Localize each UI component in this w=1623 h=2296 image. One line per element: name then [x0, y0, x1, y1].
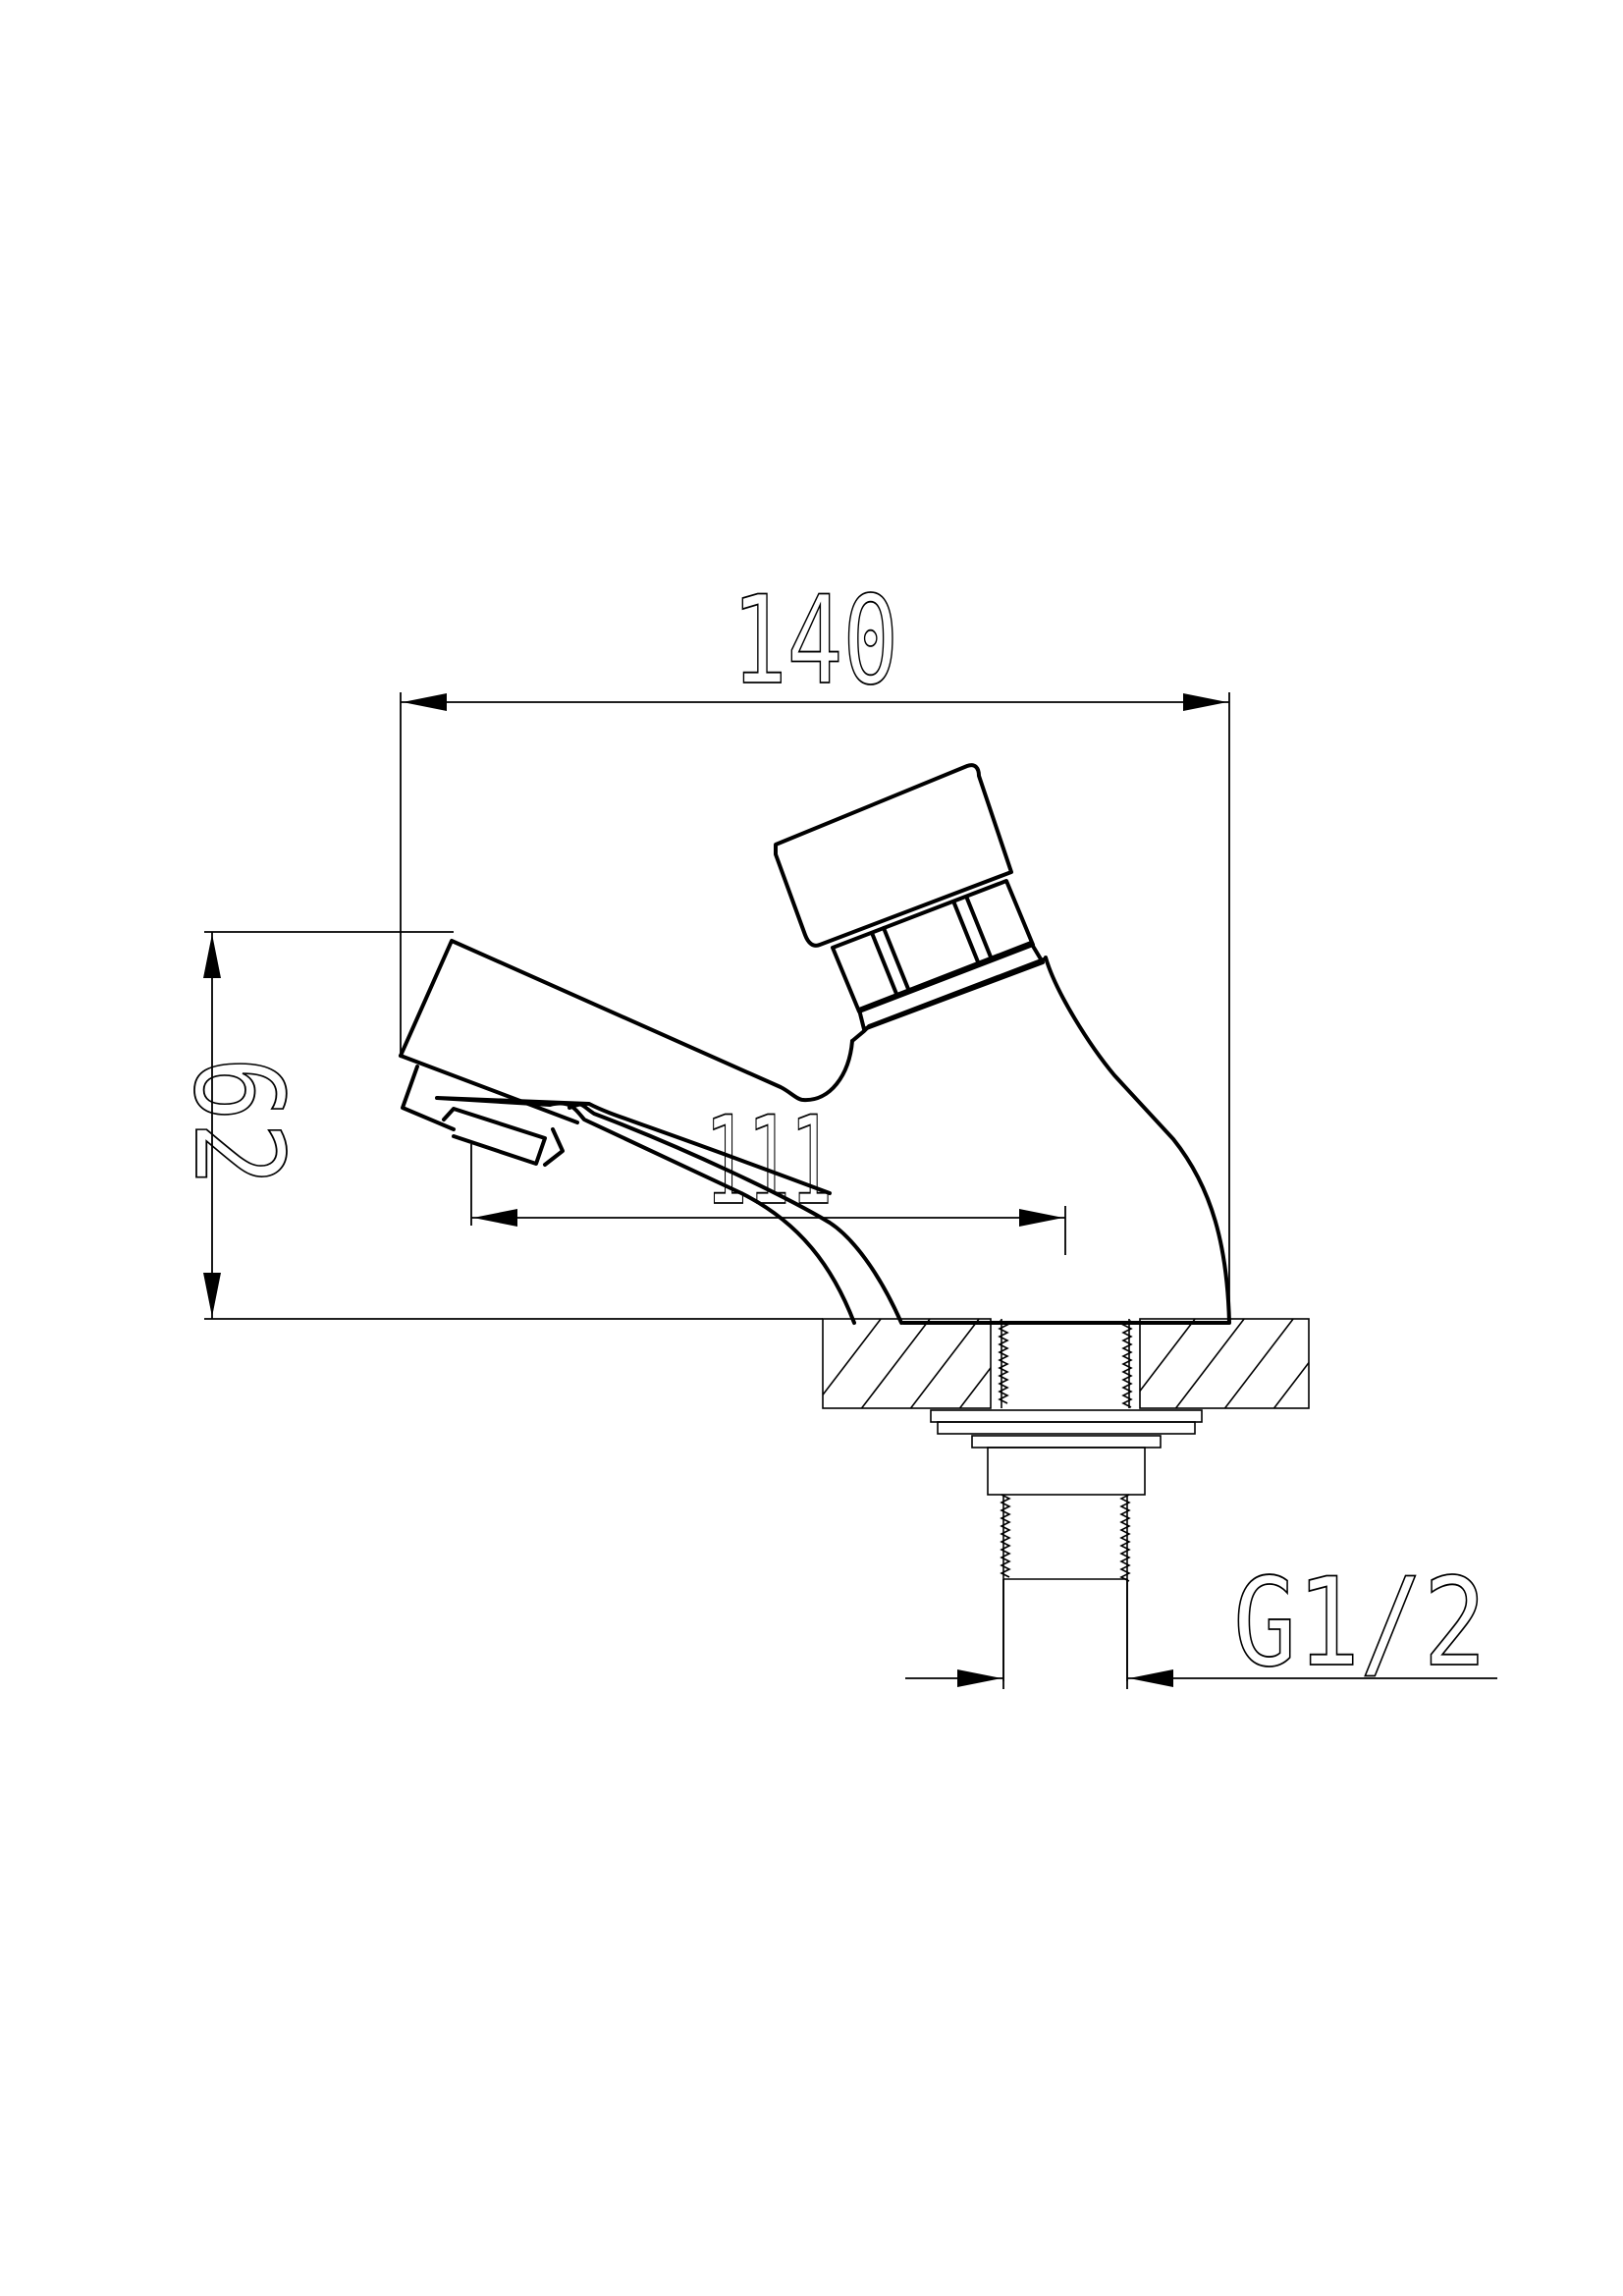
shank-lower-thread-left — [1000, 1494, 1011, 1578]
label-spout-reach: 111 — [705, 1091, 833, 1232]
push-button — [774, 763, 1013, 948]
arrow-left-140 — [403, 693, 447, 711]
countertop-section — [822, 1318, 1310, 1409]
arrow-top-62 — [203, 934, 221, 978]
faucet-main-body — [435, 1096, 856, 1325]
arrow-left-thread — [957, 1669, 1001, 1687]
countertop-left-block — [822, 1318, 992, 1409]
spout-lower — [399, 1054, 579, 1124]
valve-nut-facet-2 — [882, 926, 910, 991]
lock-nut — [971, 1435, 1162, 1449]
washer-1 — [930, 1409, 1203, 1423]
spout-upper — [399, 939, 854, 1103]
shank-thread-left — [998, 1320, 1009, 1404]
hatch-left — [823, 1319, 991, 1408]
aerator-tip — [442, 1107, 547, 1166]
dimension-height: 62 — [166, 931, 823, 1320]
valve-nut — [831, 879, 1035, 1013]
shank-lower-thread-right — [1119, 1494, 1131, 1582]
faucet-base-line — [568, 1102, 903, 1325]
dimension-spout-reach: 111 — [470, 1090, 1066, 1255]
label-overall-width: 140 — [731, 571, 898, 712]
dimension-thread: G1/2 — [905, 1552, 1497, 1695]
label-height: 62 — [167, 1057, 308, 1186]
arrow-right-140 — [1183, 693, 1227, 711]
arrow-bottom-62 — [203, 1273, 221, 1317]
arrow-right-111 — [1019, 1209, 1063, 1227]
label-thread: G1/2 — [1233, 1553, 1487, 1694]
shank-thread-right — [1121, 1320, 1133, 1408]
faucet-body-front — [901, 956, 1231, 1325]
arrow-right-thread — [1129, 1669, 1173, 1687]
valve-ring — [857, 941, 1045, 1031]
dimension-overall-width: 140 — [400, 570, 1230, 1323]
washer-2 — [937, 1421, 1196, 1435]
nut-body — [987, 1447, 1146, 1496]
valve-nut-facet-3 — [952, 902, 981, 966]
aerator-tip-2 — [543, 1127, 565, 1167]
hatch-right — [1140, 1319, 1309, 1408]
arrow-left-111 — [473, 1209, 517, 1227]
valve-nut-facet-4 — [965, 897, 994, 961]
spout-aerator — [401, 1065, 456, 1131]
valve-nut-facet-1 — [870, 931, 898, 996]
faucet-body — [399, 763, 1231, 1325]
mounting-hardware — [930, 1409, 1203, 1681]
